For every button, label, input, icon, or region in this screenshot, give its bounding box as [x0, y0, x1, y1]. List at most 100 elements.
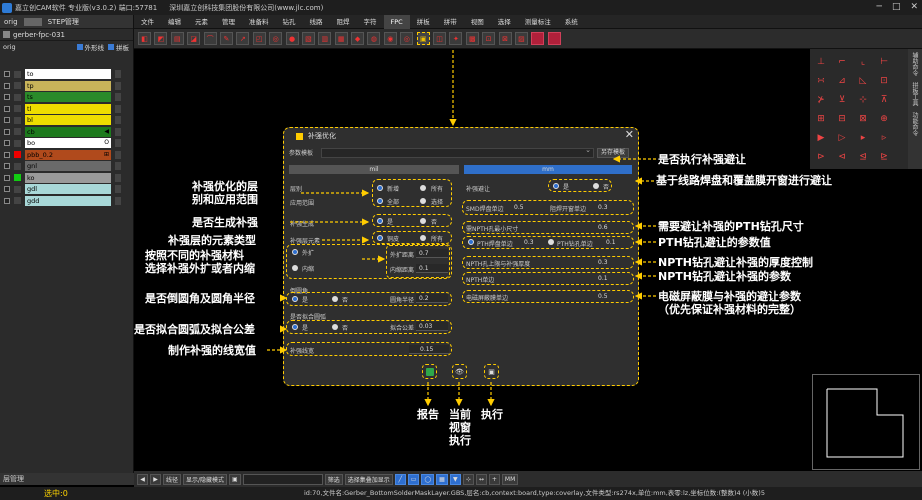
- menu-item[interactable]: 阻焊: [336, 17, 350, 26]
- layer-checkbox[interactable]: [4, 71, 10, 78]
- filter-icon[interactable]: ▼: [449, 473, 461, 485]
- tab-mil[interactable]: mil: [289, 165, 459, 174]
- minimap[interactable]: [812, 374, 920, 470]
- right-tool-icon[interactable]: ▶: [817, 133, 825, 143]
- layer-status-icon[interactable]: [14, 70, 21, 78]
- right-tool-icon[interactable]: ⊞: [817, 114, 825, 124]
- tab-swatch[interactable]: [23, 17, 42, 26]
- right-tool-icon[interactable]: ∺: [817, 76, 825, 86]
- close-window-icon[interactable]: ✕: [910, 2, 918, 12]
- radio-arc-yes[interactable]: [292, 324, 298, 330]
- stiffener-optimize-tool-icon[interactable]: ▣: [416, 32, 430, 45]
- layer-status-icon[interactable]: [14, 105, 21, 113]
- layer-side-icon[interactable]: [115, 70, 121, 79]
- menu-item[interactable]: 选择: [497, 17, 511, 26]
- layer-name[interactable]: pbb_0.2⊞: [25, 149, 111, 160]
- layer-row[interactable]: ko: [0, 172, 134, 183]
- menu-item[interactable]: 元素: [195, 17, 208, 26]
- layer-name[interactable]: ts: [25, 92, 111, 103]
- fpc-tool-icon[interactable]: [531, 32, 545, 45]
- layer-row[interactable]: pbb_0.2⊞: [0, 149, 134, 160]
- fpc-tool-icon[interactable]: ✦: [449, 32, 463, 45]
- show-hide-button[interactable]: 显示/隐藏模式: [183, 473, 228, 485]
- fpc-tool-icon[interactable]: ◎: [400, 32, 414, 45]
- cross-icon[interactable]: +: [488, 473, 500, 485]
- execute-button[interactable]: ▣: [484, 364, 499, 379]
- layer-status-icon[interactable]: [14, 197, 21, 205]
- layer-checkbox[interactable]: [4, 163, 10, 170]
- layer-checkbox[interactable]: [4, 186, 10, 193]
- right-tool-icon[interactable]: ⊵: [880, 152, 888, 162]
- right-tool-icon[interactable]: ▷: [838, 133, 846, 143]
- inner-dist-field[interactable]: [416, 264, 448, 273]
- measure-icon[interactable]: ⊹: [462, 473, 474, 485]
- right-tool-icon[interactable]: ▹: [881, 133, 887, 143]
- report-button[interactable]: [422, 364, 437, 379]
- tab-step-manager[interactable]: STEP管理: [47, 17, 79, 26]
- fpc-tool-icon[interactable]: ▦: [334, 32, 348, 45]
- fpc-tool-icon[interactable]: ⊡: [482, 32, 496, 45]
- layer-row[interactable]: cb◀: [0, 126, 134, 137]
- layer-checkbox[interactable]: [4, 82, 10, 89]
- outer-dist-field[interactable]: [416, 249, 448, 258]
- arc-tol-field[interactable]: [416, 322, 448, 331]
- right-tool-icon[interactable]: ⊲: [838, 152, 846, 162]
- layer-side-icon[interactable]: [115, 150, 121, 159]
- right-tool-icon[interactable]: ⊟: [838, 114, 846, 124]
- fpc-tool-icon[interactable]: ↗: [236, 32, 250, 45]
- menu-item[interactable]: 字符: [363, 17, 377, 26]
- layer-checkbox[interactable]: [4, 151, 10, 158]
- menu-item[interactable]: 管理: [222, 17, 235, 26]
- layer-name[interactable]: tp: [25, 80, 111, 91]
- layer-checkbox[interactable]: [4, 128, 10, 135]
- panel-toggle[interactable]: 拼板: [108, 42, 129, 52]
- fpc-tool-icon[interactable]: ▤: [170, 32, 184, 45]
- fpc-tool-icon[interactable]: ◎: [269, 32, 283, 45]
- layer-name[interactable]: gnl: [25, 161, 111, 172]
- radio-layer-all[interactable]: [420, 185, 426, 191]
- fpc-tool-icon[interactable]: ▩: [465, 32, 479, 45]
- layer-checkbox[interactable]: [4, 94, 10, 101]
- next-icon[interactable]: ▶: [150, 473, 161, 485]
- radio-gen-yes[interactable]: [377, 218, 383, 224]
- coordinate-input[interactable]: [242, 473, 323, 485]
- radio-round-no[interactable]: [332, 296, 338, 302]
- tab-orig[interactable]: orig: [4, 17, 18, 26]
- layer-checkbox[interactable]: [4, 197, 10, 204]
- layer-side-icon[interactable]: [115, 162, 121, 171]
- right-tool-icon[interactable]: ⊡: [880, 76, 888, 86]
- layer-side-icon[interactable]: [115, 104, 121, 113]
- layer-name[interactable]: gdd: [25, 195, 111, 206]
- layer-side-icon[interactable]: [115, 196, 121, 205]
- menu-item[interactable]: 编辑: [168, 17, 181, 26]
- unit-select[interactable]: MM: [501, 473, 519, 485]
- radio-pth-pad[interactable]: [468, 239, 474, 245]
- select-filter-button[interactable]: 筛选: [324, 473, 343, 485]
- radio-layer-new[interactable]: [377, 185, 383, 191]
- radio-apply-selected[interactable]: [420, 198, 426, 204]
- menu-item[interactable]: FPC: [383, 14, 410, 29]
- right-tool-icon[interactable]: ⊿: [838, 76, 846, 86]
- right-tool-icon[interactable]: ◺: [859, 76, 867, 86]
- layer-side-icon[interactable]: [115, 93, 121, 102]
- right-tool-icon[interactable]: ⊼: [880, 95, 888, 105]
- fpc-tool-icon[interactable]: ◧: [138, 32, 151, 45]
- ruler-icon[interactable]: ↔: [475, 473, 487, 485]
- maximize-icon[interactable]: □: [891, 2, 901, 12]
- layer-checkbox[interactable]: [4, 105, 10, 112]
- menu-item[interactable]: 线路: [309, 17, 323, 26]
- close-icon[interactable]: ✕: [624, 128, 634, 141]
- layer-checkbox[interactable]: [4, 140, 10, 147]
- outline-toggle[interactable]: 外形线: [76, 42, 104, 52]
- layer-checkbox[interactable]: [4, 117, 10, 124]
- layer-status-icon[interactable]: [14, 185, 21, 193]
- layer-name[interactable]: ko: [25, 172, 111, 183]
- menu-item[interactable]: 拼带: [443, 17, 457, 26]
- view-execute-button[interactable]: 👁: [452, 364, 467, 379]
- right-tool-icon[interactable]: ⊕: [880, 114, 888, 124]
- layer-name[interactable]: tl: [25, 103, 111, 114]
- menu-item[interactable]: 准备料: [249, 17, 269, 26]
- layer-row[interactable]: ts: [0, 92, 134, 103]
- right-tool-icon[interactable]: ⌐: [838, 57, 846, 67]
- layer-row[interactable]: tl: [0, 103, 134, 114]
